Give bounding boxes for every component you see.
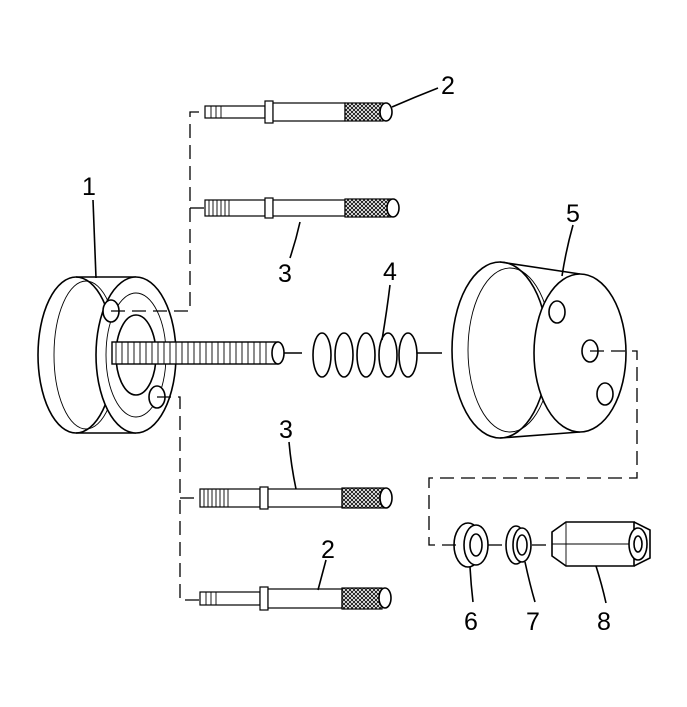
part-6-washer [453, 522, 489, 568]
callout-2-bottom: 2 [321, 536, 335, 564]
part-3-pin-bottom [199, 486, 393, 510]
assembly-lines [111, 111, 638, 601]
callout-2-top: 2 [441, 72, 455, 100]
part-8-hex-nut [551, 521, 651, 567]
part-2-pin-top [204, 100, 393, 124]
part-7-washer [505, 525, 532, 565]
callout-1: 1 [82, 173, 96, 201]
callout-3-top: 3 [278, 260, 292, 288]
part-5-cap [451, 261, 627, 439]
part-4-spring [312, 332, 442, 378]
callout-7: 7 [526, 608, 540, 636]
part-1-base-body [37, 276, 302, 434]
part-3-pin-top [204, 197, 400, 219]
callout-4: 4 [383, 258, 397, 286]
callout-6: 6 [464, 608, 478, 636]
callout-3-bottom: 3 [279, 416, 293, 444]
part-2-pin-bottom [199, 586, 392, 611]
callout-5: 5 [566, 200, 580, 228]
callout-8: 8 [597, 608, 611, 636]
leader-lines [92, 87, 607, 604]
